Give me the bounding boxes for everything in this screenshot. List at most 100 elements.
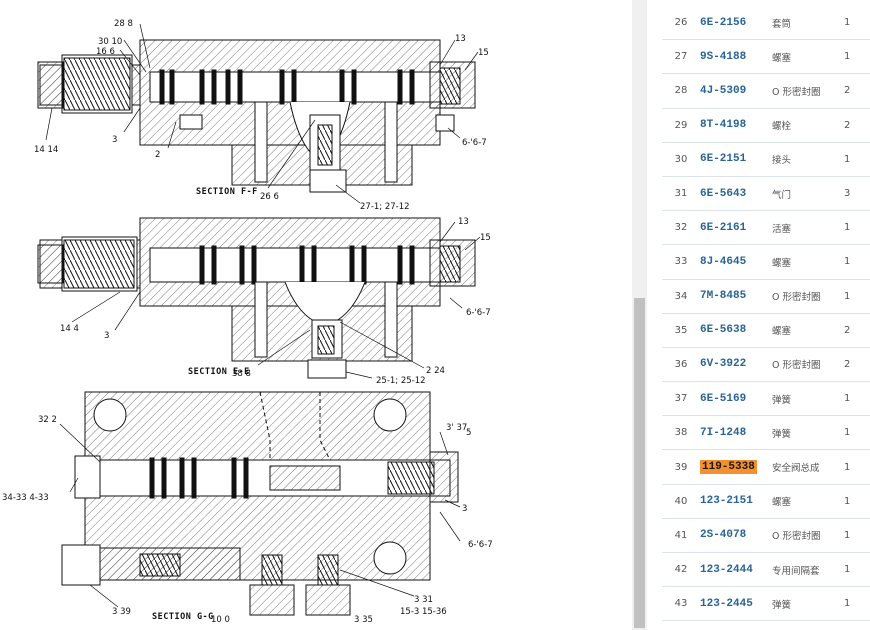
part-quantity: 1 (844, 449, 870, 485)
part-name: O 形密封圈 (772, 347, 844, 383)
part-quantity: 1 (844, 484, 870, 519)
part-code-cell: 123-2151 (700, 484, 772, 519)
part-code-link[interactable]: 7I-1248 (700, 426, 747, 439)
part-number-index: 33 (662, 244, 700, 280)
part-quantity: 2 (844, 108, 870, 143)
diagram-scrollbar[interactable] (632, 0, 647, 630)
callout-25: 25-1; 25-12 (376, 376, 426, 386)
part-name: 安全阀总成 (772, 449, 844, 485)
part-name: 螺塞 (772, 39, 844, 75)
part-code-link[interactable]: 2S-4078 (700, 529, 747, 542)
callout-14-ee: 14 4 (60, 324, 79, 334)
part-name: 螺栓 (772, 108, 844, 143)
part-quantity: 1 (844, 279, 870, 314)
callout-2-ee: 2 24 (426, 366, 445, 376)
scrollbar-thumb[interactable] (634, 298, 645, 628)
part-code-link[interactable]: 6E-5643 (700, 187, 747, 200)
part-code-link[interactable]: 6E-5638 (700, 324, 747, 337)
part-quantity: 1 (844, 244, 870, 280)
part-name: O 形密封圈 (772, 518, 844, 554)
part-number-index: 39 (662, 449, 700, 485)
part-code-cell: 6E-2161 (700, 210, 772, 246)
part-name: 套筒 (772, 6, 844, 41)
part-code-cell: 8T-4198 (700, 108, 772, 143)
part-number-index: 27 (662, 39, 700, 75)
part-number-index: 28 (662, 73, 700, 109)
section-gg-drawing (61, 391, 459, 616)
callout-37: 3' 37 (446, 423, 467, 433)
part-code-cell: 4J-5309 (700, 73, 772, 109)
part-code-link[interactable]: 123-2444 (700, 563, 753, 576)
callout-leaders (45, 23, 481, 608)
part-name: 螺塞 (772, 244, 844, 280)
part-number-index: 31 (662, 176, 700, 212)
part-code-cell: 6E-2156 (700, 6, 772, 41)
part-code-link[interactable]: 6V-3922 (700, 358, 747, 371)
callout-3-gg: 3 (462, 504, 467, 514)
part-number-index: 42 (662, 552, 700, 588)
part-quantity: 2 (844, 313, 870, 348)
part-code-link[interactable]: 6E-2151 (700, 153, 747, 166)
part-code-link[interactable]: 123-2151 (700, 495, 753, 508)
part-number-index: 35 (662, 313, 700, 348)
part-code-cell: 6E-5638 (700, 313, 772, 348)
callout-34: 34-33 4-33 (2, 493, 49, 503)
parts-diagram-pane: 28 8 30 10 16 6 13 15 14 14 3 2 6-'6-7 S… (2, 19, 493, 625)
part-number-index: 34 (662, 279, 700, 314)
part-name: 弹簧 (772, 381, 844, 417)
part-code-link[interactable]: 4J-5309 (700, 84, 747, 97)
callout-3-ee: 3 (104, 331, 109, 341)
part-number-index: 36 (662, 347, 700, 383)
part-code-link[interactable]: 6E-5169 (700, 392, 747, 405)
part-quantity: 3 (844, 176, 870, 212)
part-quantity: 1 (844, 381, 870, 417)
callout-15-ee: 15 (480, 233, 491, 243)
part-code-link[interactable]: 123-2445 (700, 597, 753, 610)
part-number-index: 37 (662, 381, 700, 417)
part-number-index: 30 (662, 142, 700, 177)
part-number-index: 41 (662, 518, 700, 554)
part-code-link[interactable]: 8J-4645 (700, 255, 747, 268)
part-code-link[interactable]: 6E-2156 (700, 16, 747, 29)
part-code-link[interactable]: 119-5338 (700, 460, 757, 475)
callout-27: 27-1; 27-12 (360, 202, 410, 212)
part-number-index: 26 (662, 6, 700, 41)
part-number-index: 38 (662, 415, 700, 451)
part-quantity: 2 (844, 73, 870, 109)
callout-13-ee: 13 (458, 217, 469, 227)
callout-15-ff: 15 (478, 48, 489, 58)
callout-30: 30 10 (98, 37, 122, 47)
part-name: 螺塞 (772, 484, 844, 519)
part-quantity: 1 (844, 210, 870, 246)
part-code-link[interactable]: 8T-4198 (700, 119, 747, 132)
part-code-link[interactable]: 9S-4188 (700, 50, 747, 63)
callout-2-ff: 2 (155, 150, 160, 160)
part-name: 弹簧 (772, 586, 844, 622)
part-name: 活塞 (772, 210, 844, 246)
callout-26: 26 6 (260, 192, 279, 202)
part-quantity: 1 (844, 6, 870, 41)
part-code-cell: 6V-3922 (700, 347, 772, 383)
part-number-index: 43 (662, 586, 700, 622)
part-name: 专用间隔套 (772, 552, 844, 588)
callout-3-ff: 3 (112, 135, 117, 145)
part-code-link[interactable]: 7M-8485 (700, 290, 747, 303)
part-quantity: 1 (844, 518, 870, 554)
valve-section-diagram: 28 8 30 10 16 6 13 15 14 14 3 2 6-'6-7 S… (2, 19, 493, 625)
part-code-cell: 123-2445 (700, 586, 772, 622)
part-code-cell: 6E-2151 (700, 142, 772, 177)
section-ee-drawing (37, 217, 476, 379)
callout-38: 38 8 (232, 369, 251, 379)
part-code-link[interactable]: 6E-2161 (700, 221, 747, 234)
